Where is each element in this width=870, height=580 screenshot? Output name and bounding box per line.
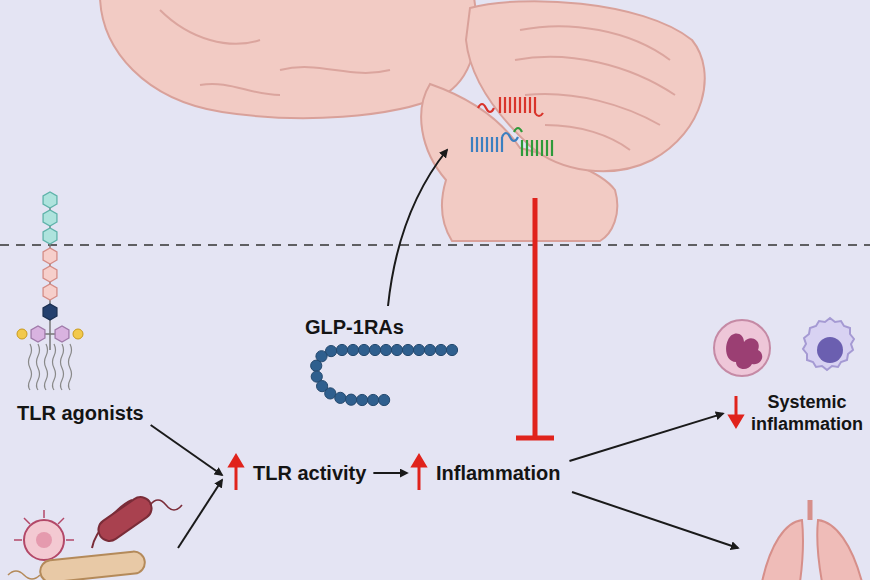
peptide-bead (402, 344, 413, 355)
microbe-arrow (178, 480, 222, 548)
peptide-bead (336, 344, 347, 355)
peptide-bead (325, 388, 336, 399)
text-node: Systemic inflammation (747, 390, 867, 437)
node-label: Inflammation (436, 461, 560, 485)
brain-folds (160, 10, 675, 150)
text-node: GLP-1RAs (302, 313, 407, 341)
flow-arrow (373, 472, 407, 474)
peptide-bead (347, 344, 358, 355)
node-label: Systemic inflammation (750, 392, 864, 435)
inhibition-bar (516, 198, 554, 438)
lung-arrow (572, 492, 738, 548)
node-label: GLP-1RAs (305, 315, 404, 339)
sugar-ring (43, 266, 57, 282)
peptide-bead (368, 394, 379, 405)
microbes (8, 493, 182, 580)
peptide-bead (346, 394, 357, 405)
phosphate (17, 329, 27, 339)
neutrophil (714, 320, 770, 376)
receptor-green (514, 128, 552, 156)
lipid-tail (53, 344, 56, 390)
flow-arrow (569, 414, 723, 461)
decrease-arrow (730, 396, 742, 426)
text-node: Inflammation (433, 459, 563, 487)
phosphate (73, 329, 83, 339)
sugar-ring (43, 248, 57, 264)
peptide-bead (369, 344, 380, 355)
node-label: TLR activity (253, 461, 366, 485)
lipid-head (31, 326, 45, 342)
lipid-head (55, 326, 69, 342)
lipid-tail (45, 344, 48, 390)
peptide-bead (380, 344, 391, 355)
lipid-tail (37, 344, 40, 390)
peptide-bead (435, 344, 446, 355)
receptor-blue (472, 133, 518, 152)
peptide-bead (357, 394, 368, 405)
peptide-bead (379, 394, 390, 405)
peptide-path (316, 350, 452, 400)
increase-arrow (230, 456, 242, 490)
receptor-red (478, 97, 543, 116)
peptide-bead (311, 360, 322, 371)
glp1ra-peptide (311, 344, 458, 405)
lps-molecule (17, 192, 83, 390)
sugar-ring (43, 284, 57, 300)
peptide-bead (424, 344, 435, 355)
curved-arrow (388, 150, 447, 306)
lipid-tail (29, 344, 32, 390)
brain (100, 0, 705, 241)
sugar-ring (43, 192, 57, 208)
peptide-bead (335, 392, 346, 403)
peptide-bead (358, 344, 369, 355)
increase-arrow (413, 456, 425, 490)
text-node: TLR agonists (14, 399, 147, 427)
sugar-ring (43, 210, 57, 226)
dashed-divider (0, 244, 870, 246)
node-label: TLR agonists (17, 401, 144, 425)
peptide-bead (413, 344, 424, 355)
sugar-ring (43, 304, 57, 320)
peptide-bead (446, 344, 457, 355)
sugar-ring (43, 228, 57, 244)
peptide-bead (391, 344, 402, 355)
trachea (808, 500, 813, 520)
flow-arrow (151, 425, 222, 475)
lipid-tail (61, 344, 64, 390)
lungs (762, 520, 862, 580)
lipid-tail (69, 344, 72, 390)
monocyte (803, 318, 854, 370)
text-node: TLR activity (250, 459, 369, 487)
